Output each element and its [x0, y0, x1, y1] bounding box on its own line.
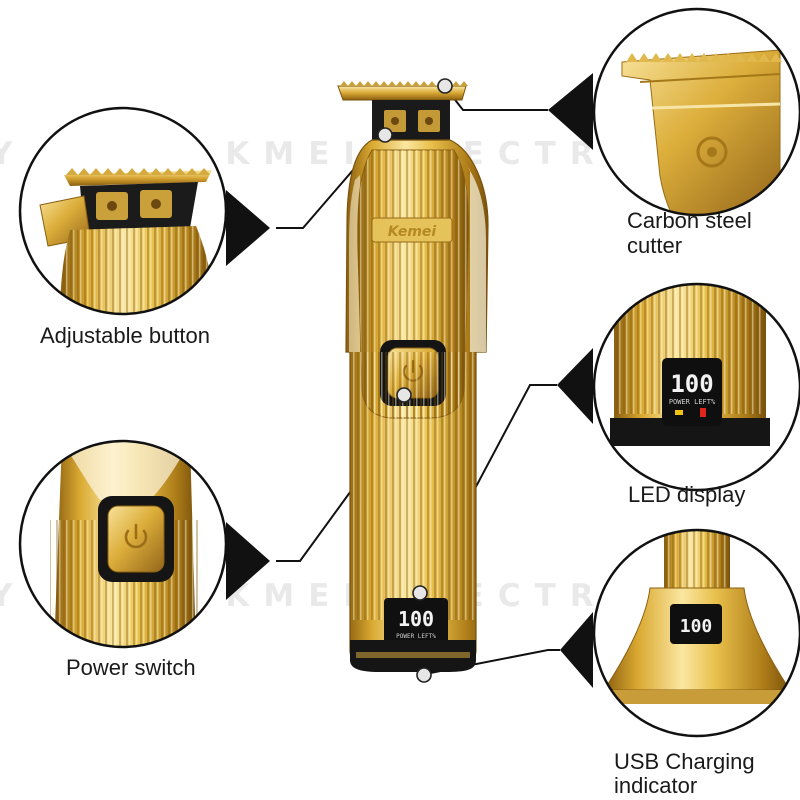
- zoom-led-display: 100 POWER LEFT%: [594, 284, 800, 490]
- label-adjustable-button: Adjustable button: [40, 323, 211, 348]
- dot-led: [412, 585, 428, 601]
- clipper-main: Kemei 100 POWER LEFT%: [337, 81, 489, 672]
- label-indicator: indicator: [614, 773, 698, 798]
- cutter-screw: [696, 136, 728, 168]
- label-power-switch: Power switch: [66, 655, 196, 680]
- clipper-lower-ribbed-body: [352, 352, 476, 620]
- brand-label: Kemei: [388, 224, 437, 240]
- label-led-display: LED display: [628, 482, 746, 507]
- label-cutter: cutter: [627, 233, 683, 258]
- dot-carbon: [437, 78, 453, 94]
- lcd-digits-main: 100: [398, 607, 434, 631]
- zoom-lcd-window: [662, 358, 722, 426]
- zoom-power-switch: [20, 441, 226, 647]
- base-lcd-digits: 100: [680, 616, 713, 637]
- wedge-mid-left: [226, 522, 270, 600]
- zoom-adjustable-button: [20, 108, 226, 314]
- lcd-caption-main: POWER LEFT%: [396, 633, 436, 640]
- wedge-top-right: [548, 73, 593, 150]
- wedge-bottom-right: [560, 612, 593, 688]
- brand-plate: [371, 217, 453, 243]
- zoom-carbon-steel-cutter: [594, 9, 800, 215]
- wedge-top-left: [226, 190, 270, 266]
- dot-power: [396, 387, 412, 403]
- label-usb-charging: USB Charging: [614, 749, 755, 774]
- base-lcd-window: [670, 604, 722, 644]
- zoom-usb-indicator: 100: [594, 530, 800, 736]
- wedge-mid-right: [557, 348, 593, 424]
- indicator-yellow-zoom: [675, 410, 683, 415]
- zoom-lcd-digits: 100: [670, 370, 713, 398]
- zoom-lcd-caption: POWER LEFT%: [669, 398, 716, 406]
- dot-adjustable: [377, 127, 393, 143]
- callout-wedges: [226, 73, 593, 688]
- power-icon-zoom: [124, 523, 148, 549]
- dot-usb: [416, 667, 432, 683]
- indicator-red-zoom: [700, 408, 706, 417]
- svg-text:100: 100: [398, 607, 434, 631]
- callout-dot-icon: [377, 78, 453, 683]
- label-carbon-steel: Carbon steel: [627, 208, 752, 233]
